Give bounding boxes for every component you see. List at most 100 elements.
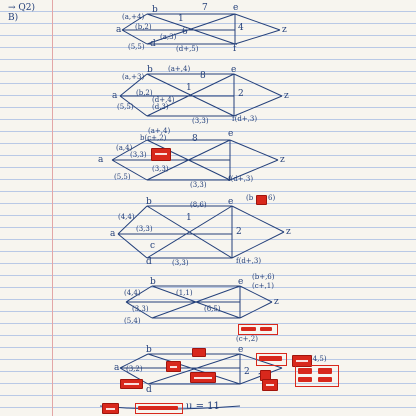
label: b(c+,2) [140, 134, 167, 142]
edge-weight: 1 [186, 83, 192, 93]
vertex-z: z [274, 297, 279, 307]
label: (b [246, 194, 254, 202]
label: (b+,6) [252, 273, 275, 281]
label: (3,3) [190, 181, 207, 189]
vertex-e: e [238, 345, 244, 355]
redaction-fill [298, 377, 312, 382]
vertex-e: e [228, 197, 234, 207]
label: 6) [268, 194, 276, 202]
vertex-e: e [228, 129, 234, 139]
redaction-fill [318, 377, 332, 382]
final-flow-value: u = 11 [186, 401, 220, 412]
edge-weight: 1 [186, 213, 192, 223]
redaction-box [292, 355, 312, 367]
edge-weight: 8 [200, 71, 206, 81]
edge-weight: 1 [178, 14, 184, 24]
redaction-box [190, 372, 216, 383]
vertex-b: b [147, 65, 153, 75]
vertex-b: b [146, 197, 152, 207]
edge-weight: 7 [202, 3, 208, 13]
label: (5,4) [124, 317, 141, 325]
vertex-e: e [233, 3, 239, 13]
label: (8,6) [190, 201, 207, 209]
label: (6,5) [204, 305, 221, 313]
label: (d,3) [152, 103, 169, 111]
label: (5,5) [114, 173, 131, 181]
margin-line [52, 0, 53, 416]
label: (c+,2) [236, 335, 258, 343]
graph-5 [125, 285, 273, 319]
label: (3,2) [126, 365, 143, 373]
redaction-box [238, 324, 278, 335]
redaction-fill [259, 356, 282, 361]
redaction-fill [318, 368, 332, 374]
redaction-fill [260, 327, 272, 331]
vertex-z: z [286, 227, 291, 237]
vertex-a: a [112, 91, 118, 101]
label: (a,+3) [122, 73, 145, 81]
vertex-z: z [280, 155, 285, 165]
redaction-box [135, 403, 183, 414]
label: (3,3) [152, 165, 169, 173]
graph-3 [111, 139, 279, 181]
graph-4 [117, 205, 285, 259]
vertex-z: z [282, 25, 287, 35]
vertex-e: e [231, 65, 237, 75]
redaction-box [151, 148, 171, 161]
redaction-fill [241, 327, 256, 331]
label: (3,3) [172, 259, 189, 267]
label: (d+,4) [152, 96, 175, 104]
label: (b,2) [135, 23, 152, 31]
edge-weight: 8 [192, 134, 198, 144]
part-label: B) [8, 13, 19, 23]
edge-weight: 2 [238, 89, 244, 99]
edge-weight: 6 [182, 27, 188, 37]
redaction-fill [138, 406, 178, 410]
redaction-box [256, 353, 287, 366]
label: f(d+,3) [232, 115, 258, 123]
graph-1 [121, 13, 281, 45]
label: (a,4) [116, 144, 133, 152]
vertex-b: b [146, 345, 152, 355]
label: (a+,4) [168, 65, 191, 73]
edge-weight: 4 [238, 23, 244, 33]
label: f(d+,3) [228, 175, 254, 183]
label: (3,3) [132, 305, 149, 313]
redaction-box [295, 365, 339, 387]
vertex-f: f [233, 44, 237, 54]
vertex-a: a [114, 363, 120, 373]
label: (1,1) [176, 289, 193, 297]
label: (5,5) [117, 103, 134, 111]
label: (a+,4) [148, 127, 171, 135]
redaction-box [120, 379, 143, 389]
label: (3,3) [192, 117, 209, 125]
label: (3,3) [136, 225, 153, 233]
label: (c+,1) [252, 282, 274, 290]
redaction-fill [298, 368, 312, 374]
label: f(d+,3) [236, 257, 262, 265]
label: (5,5) [128, 43, 145, 51]
label: (4,4) [124, 289, 141, 297]
label: (4,4) [118, 213, 135, 221]
vertex-a: a [98, 155, 104, 165]
redaction-box [102, 403, 119, 414]
graph-2 [119, 73, 283, 117]
redaction-box [262, 379, 278, 391]
question-number: → Q2) [8, 3, 36, 13]
vertex-e: e [238, 277, 244, 287]
vertex-d: d [150, 39, 156, 49]
vertex-a: a [110, 229, 116, 239]
label: (d+,5) [176, 45, 199, 53]
vertex-c: c [150, 241, 156, 251]
edge-weight: 2 [244, 367, 250, 377]
vertex-a: a [116, 25, 122, 35]
label: (4,5) [310, 355, 327, 363]
vertex-d: d [146, 257, 152, 267]
label: (b,2) [136, 89, 153, 97]
label: (a,+4) [122, 13, 145, 21]
redaction-box [192, 348, 206, 357]
edge-weight: 2 [236, 227, 242, 237]
vertex-d: d [146, 385, 152, 395]
